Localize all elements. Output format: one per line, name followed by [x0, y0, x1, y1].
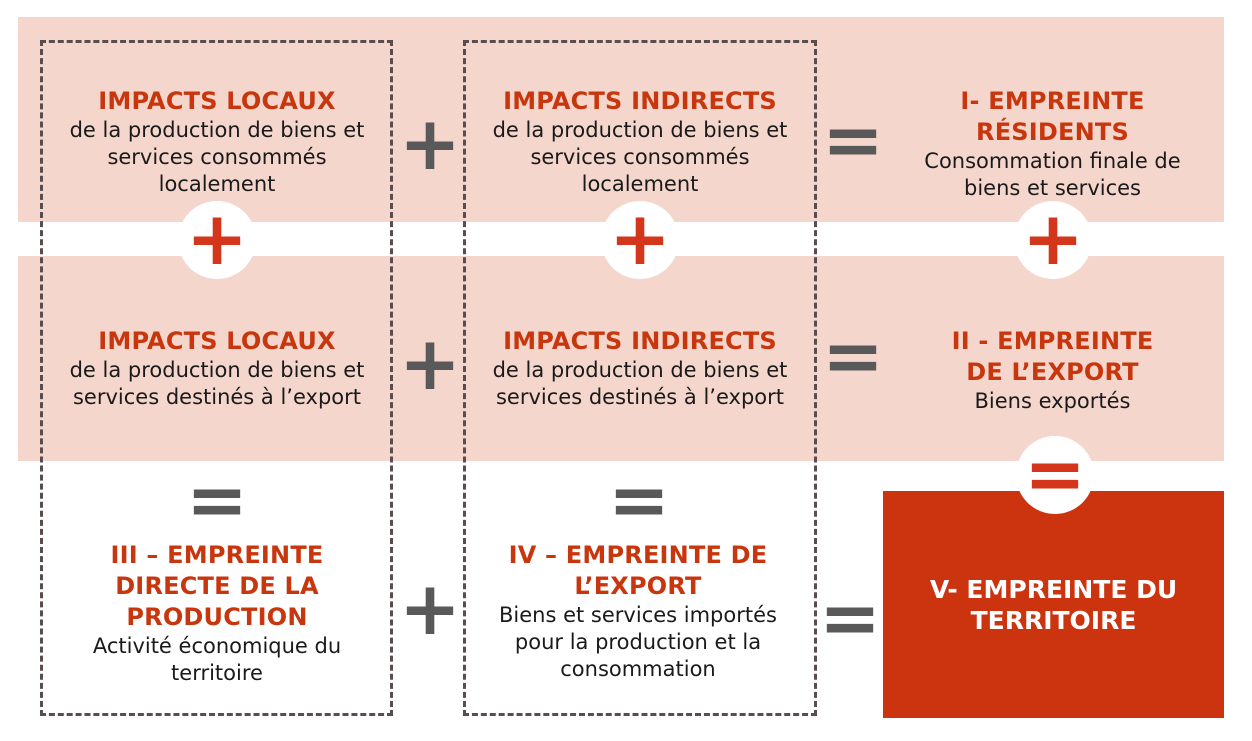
cell-description: Activité économique du territoire — [92, 634, 342, 685]
cell-title: IV – EMPREINTE DE L’EXPORT — [508, 541, 768, 600]
cell-resident-footprint: I- EMPREINTE RÉSIDENTS Consommation fina… — [895, 86, 1210, 202]
cell-import-footprint: IV – EMPREINTE DE L’EXPORT Biens et serv… — [478, 540, 798, 683]
cell-title: IMPACTS INDIRECTS — [503, 87, 777, 115]
plus-operator: + — [399, 101, 462, 187]
cell-local-impacts-consumption: IMPACTS LOCAUX de la production de biens… — [48, 86, 386, 198]
cell-description: Biens et services importés pour la produ… — [499, 603, 777, 681]
equals-operator: = — [186, 457, 249, 543]
plus-circle: + — [601, 201, 679, 279]
equals-operator: = — [822, 97, 885, 183]
equals-operator: = — [819, 575, 882, 661]
dashed-column-local — [40, 40, 393, 716]
territory-footprint-box: V- EMPREINTE DU TERRITOIRE — [883, 491, 1224, 718]
cell-direct-production-footprint: III – EMPREINTE DIRECTE DE LA PRODUCTION… — [60, 540, 374, 687]
cell-title: I- EMPREINTE RÉSIDENTS — [960, 87, 1145, 146]
cell-indirect-impacts-consumption: IMPACTS INDIRECTS de la production de bi… — [470, 86, 810, 198]
cell-export-footprint: II - EMPREINTE DE L’EXPORT Biens exporté… — [895, 326, 1210, 415]
cell-description: Biens exportés — [974, 389, 1131, 413]
dashed-column-indirect — [463, 40, 817, 716]
plus-operator: + — [399, 321, 462, 407]
cell-description: de la production de biens et services co… — [69, 118, 365, 196]
plus-circle: + — [1014, 201, 1092, 279]
cell-indirect-impacts-export: IMPACTS INDIRECTS de la production de bi… — [470, 326, 810, 411]
plus-operator: + — [399, 566, 462, 652]
cell-local-impacts-export: IMPACTS LOCAUX de la production de biens… — [48, 326, 386, 411]
cell-title: IMPACTS LOCAUX — [98, 327, 336, 355]
cell-title: IMPACTS INDIRECTS — [503, 327, 777, 355]
cell-description: de la production de biens et services co… — [492, 118, 788, 196]
equals-operator: = — [822, 313, 885, 399]
row-band-2 — [18, 256, 1224, 461]
cell-description: Consommation finale de biens et services — [924, 149, 1181, 200]
cell-description: de la production de biens et services de… — [69, 358, 365, 409]
cell-description: de la production de biens et services de… — [492, 358, 788, 409]
row-band-1 — [18, 17, 1224, 222]
cell-title: II - EMPREINTE DE L’EXPORT — [951, 327, 1154, 386]
territory-footprint-title: V- EMPREINTE DU TERRITOIRE — [929, 574, 1178, 635]
cell-title: III – EMPREINTE DIRECTE DE LA PRODUCTION — [110, 541, 324, 631]
equals-circle: = — [1016, 436, 1094, 514]
plus-circle: + — [178, 201, 256, 279]
cell-title: IMPACTS LOCAUX — [98, 87, 336, 115]
equals-operator: = — [608, 457, 671, 543]
